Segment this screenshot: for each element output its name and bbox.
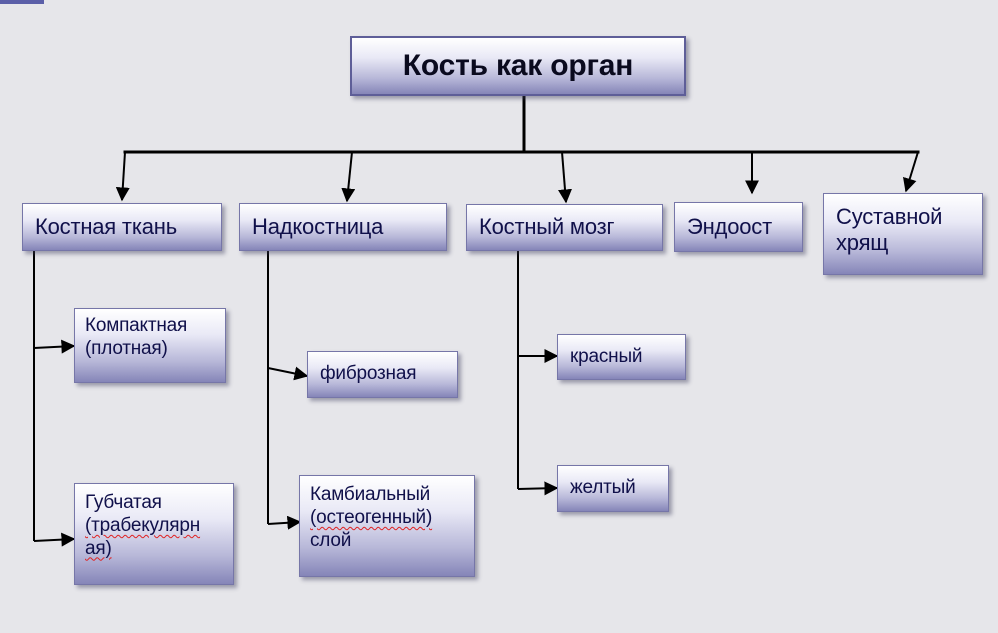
arrow-to-fibrous [267,366,309,381]
arrow-to-marrow [558,151,572,204]
spongy-line-3: ая) [85,537,112,559]
spongy-line-2: (трабекулярн [85,514,201,536]
spongy-line-1: Губчатая [85,492,162,513]
node-compact-bone: Компактная (плотная) [74,308,226,383]
cambial-line-2: (остеогенный) [310,506,433,528]
node-spongy-bone: Губчатая (трабекулярн ая) [74,483,234,585]
corner-mark [0,0,44,4]
node-bone-tissue: Костная ткань [22,203,222,251]
arrow-to-cartilage [903,151,919,193]
arrow-to-spongy [33,532,76,547]
cambial-line-3: слой [310,529,352,551]
node-articular-cartilage: Суставной хрящ [823,193,983,275]
node-cambial-layer: Камбиальный (остеогенный) слой [299,475,475,577]
arrow-to-bone-tissue [115,151,130,202]
arrow-to-compact [33,339,76,354]
node-periosteum: Надкостница [239,203,447,251]
cambial-line-1: Камбиальный [310,484,431,505]
node-bone-as-organ: Кость как орган [350,36,686,96]
node-yellow-marrow: желтый [557,465,669,512]
node-red-marrow: красный [557,334,686,380]
node-fibrous-layer: фиброзная [307,351,458,398]
node-endosteum: Эндоост [674,202,803,252]
arrow-to-yellow-marrow [517,481,559,496]
node-bone-marrow: Костный мозг [466,204,663,251]
arrow-to-periosteum [341,151,356,203]
arrow-to-cambial [267,515,302,530]
